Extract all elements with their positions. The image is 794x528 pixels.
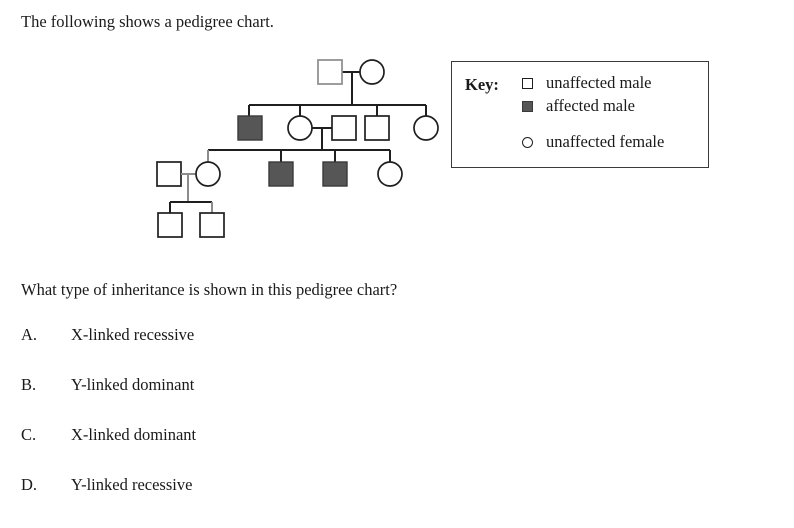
pedigree-symbol-IV-1 — [157, 212, 183, 238]
answer-option-d-letter: D. — [21, 475, 38, 494]
intro-text: The following shows a pedigree chart. — [21, 12, 274, 31]
answer-option-b-letter: B. — [21, 375, 37, 394]
pedigree-symbol-III-4 — [322, 161, 348, 187]
question-text: What type of inheritance is shown in thi… — [21, 280, 398, 299]
answer-option-b[interactable]: B. Y-linked dominant — [21, 375, 541, 425]
answer-option-a-text: X-linked recessive — [71, 325, 195, 344]
key-legend-box: Key: unaffected male affected male unaff… — [451, 61, 709, 168]
answer-option-c-letter: C. — [21, 425, 37, 444]
answer-options-list: A. X-linked recessive B. Y-linked domina… — [21, 325, 541, 525]
key-title: Key: — [465, 75, 499, 94]
open-square-icon — [522, 78, 533, 89]
pedigree-symbol-III-1 — [156, 161, 182, 187]
key-label-unaffected-female: unaffected female — [546, 132, 665, 151]
pedigree-symbol-III-5 — [377, 161, 403, 187]
pedigree-symbol-I-1 — [317, 59, 343, 85]
answer-option-c-text: X-linked dominant — [71, 425, 197, 444]
answer-option-a[interactable]: A. X-linked recessive — [21, 325, 541, 375]
answer-option-a-letter: A. — [21, 325, 38, 344]
pedigree-symbol-II-4 — [364, 115, 390, 141]
pedigree-symbol-III-2 — [195, 161, 221, 187]
open-circle-icon — [522, 137, 533, 148]
pedigree-symbol-IV-2 — [199, 212, 225, 238]
pedigree-symbol-II-5 — [413, 115, 439, 141]
pedigree-chart — [0, 40, 740, 265]
pedigree-symbol-II-1 — [237, 115, 263, 141]
answer-option-d-text: Y-linked recessive — [71, 475, 193, 494]
key-label-unaffected-male: unaffected male — [546, 73, 652, 92]
answer-option-c[interactable]: C. X-linked dominant — [21, 425, 541, 475]
answer-option-b-text: Y-linked dominant — [71, 375, 195, 394]
pedigree-symbol-III-3 — [268, 161, 294, 187]
filled-square-icon — [522, 101, 533, 112]
answer-option-d[interactable]: D. Y-linked recessive — [21, 475, 541, 525]
pedigree-symbol-II-3 — [331, 115, 357, 141]
pedigree-symbol-I-2 — [359, 59, 385, 85]
key-label-affected-male: affected male — [546, 96, 636, 115]
pedigree-symbol-II-2 — [287, 115, 313, 141]
